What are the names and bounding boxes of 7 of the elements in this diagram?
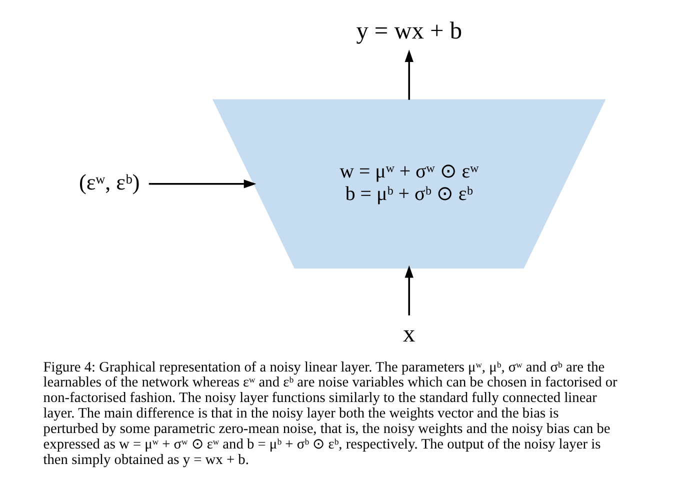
node-text: (εʷ, εᵇ) <box>79 169 140 194</box>
caption: Figure 4: Graphical representation of a noisy linear layer. The parameters μʷ, μᵇ, σʷ and σᵇ are the learnables of the network whereas εʷ and εᵇ are noise variables which can be chosen in factorised or non-factorised fashion. The noisy layer functions similarly to the standard fully connected linear layer. The main difference is that in the noisy layer both the weights vector and the bias is perturbed by some parametric zero-mean noise, that is, the noisy weights and the noisy bias can be expressed as w = μʷ + σʷ ⊙ εʷ and b = μᵇ + σᵇ ⊙ εᵇ, respectively. The output of the noisy layer is then simply obtained as y = wx + b. <box>43 359 618 468</box>
node-text: x <box>403 320 416 348</box>
node-text: y = wx + b <box>356 18 462 45</box>
arrow <box>404 50 414 100</box>
arrow <box>148 180 256 188</box>
arrow <box>404 265 414 316</box>
